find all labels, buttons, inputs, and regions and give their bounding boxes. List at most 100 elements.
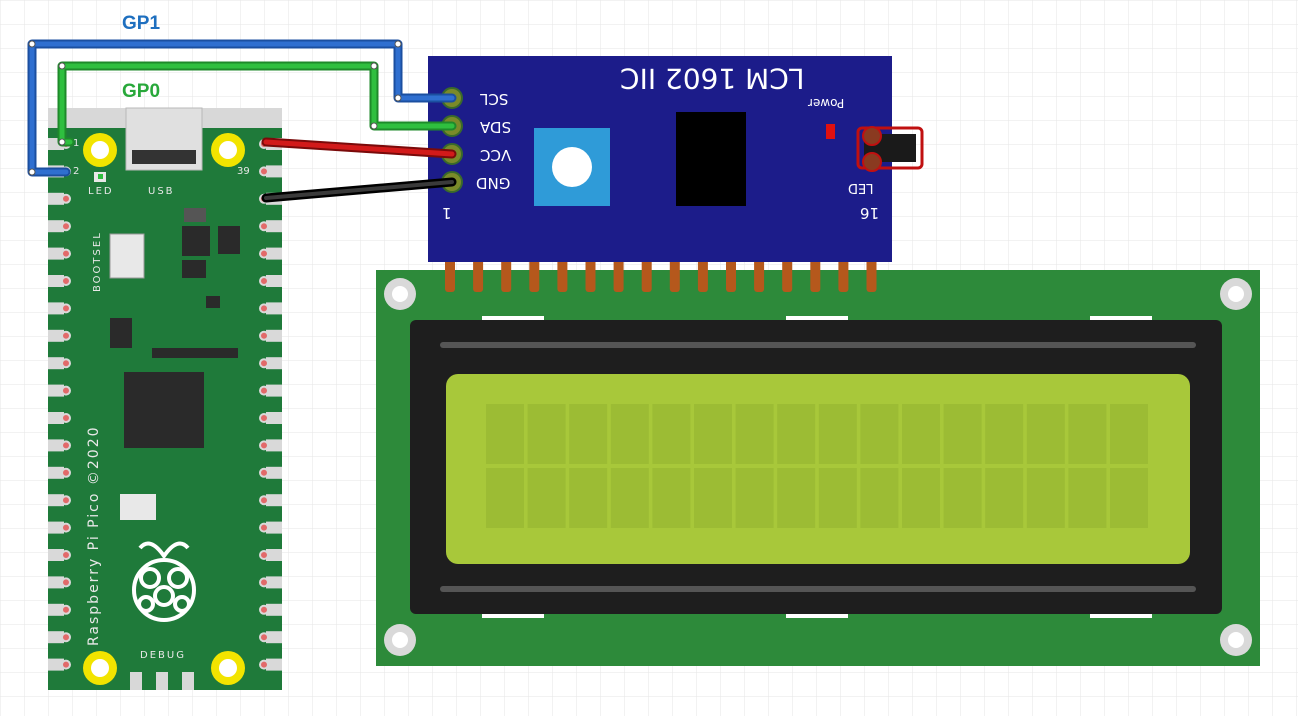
pico-pin-left xyxy=(48,357,71,370)
lcd-cell xyxy=(943,468,982,528)
wires xyxy=(27,39,457,203)
lcd-cell xyxy=(902,404,940,464)
pico-pin-right xyxy=(259,521,282,534)
lcd-cell xyxy=(777,404,816,464)
pico-pin-left xyxy=(48,384,71,397)
pico-pin-left xyxy=(48,412,71,424)
i2c-board xyxy=(428,56,892,262)
power-led xyxy=(826,124,835,139)
lcd-cell xyxy=(735,468,774,528)
raspberry-pi-pico xyxy=(48,107,282,690)
i2c-led-label: LED xyxy=(848,180,874,195)
pico-pin-left xyxy=(48,220,71,233)
pico-pin-left xyxy=(48,494,71,507)
pico-pin-right xyxy=(259,603,282,616)
lcd-cell xyxy=(985,404,1024,464)
lcd-cell xyxy=(985,468,1024,528)
pin-first-label: 1 xyxy=(442,204,452,222)
pico-board-text: Raspberry Pi Pico ©2020 xyxy=(86,425,102,646)
bootsel-button xyxy=(109,233,145,279)
pin-label-scl: SCL xyxy=(480,90,509,108)
i2c-title: LCM 1602 IIC xyxy=(620,62,805,95)
lcd-cell xyxy=(486,404,524,464)
pico-pin-right xyxy=(259,494,282,507)
pico-pin-right xyxy=(259,275,282,287)
pico-pin-right xyxy=(259,466,282,479)
lcd-cell xyxy=(1110,468,1148,528)
pico-pin-left xyxy=(48,521,71,534)
pico-pin-right xyxy=(259,658,282,671)
lcd-cell xyxy=(694,404,732,464)
pico-pin-left xyxy=(48,658,71,671)
pcf8574-chip xyxy=(676,112,746,206)
pico-pin-left xyxy=(48,439,71,452)
lcd-character-cells xyxy=(486,404,1148,528)
lcd-cell xyxy=(777,468,816,528)
raspberry-logo xyxy=(132,541,196,622)
pico-pin-left xyxy=(48,603,71,616)
lcd-cell xyxy=(1026,468,1065,528)
pico-pin-right xyxy=(259,302,282,315)
lcd-cell xyxy=(486,468,524,528)
lcd-cell xyxy=(652,404,691,464)
bootsel-label: BOOTSEL xyxy=(92,231,103,292)
pico-led-label: LED xyxy=(88,186,114,197)
pin-label-vcc: VCC xyxy=(480,146,512,164)
pin39-label: 39 xyxy=(237,166,250,177)
pico-pin-right xyxy=(259,220,282,233)
pico-pin-right xyxy=(259,412,282,424)
pico-pin-right xyxy=(259,576,282,589)
lcd-cell xyxy=(1110,404,1148,464)
pico-pin-right xyxy=(259,549,282,561)
lcd-cell xyxy=(610,404,649,464)
gp1-label: GP1 xyxy=(122,13,161,34)
power-label: Power xyxy=(808,96,845,110)
lcd-1602 xyxy=(376,270,1260,666)
pin-label-sda: SDA xyxy=(480,118,512,136)
lcd-cell xyxy=(694,468,732,528)
pico-pin-right xyxy=(259,631,282,644)
usb-label: USB xyxy=(148,186,175,197)
lcd-cell xyxy=(818,404,857,464)
pin1-label: 1 xyxy=(73,138,80,149)
lcd-cell xyxy=(1026,404,1065,464)
pico-pin-left xyxy=(48,631,71,644)
pico-pin-left xyxy=(48,275,71,287)
debug-label: DEBUG xyxy=(140,650,186,661)
lcd-cell xyxy=(735,404,774,464)
lcd-cell xyxy=(1068,468,1107,528)
pin-last-label: 16 xyxy=(860,204,880,222)
pin2-label: 2 xyxy=(73,166,80,177)
pico-pin-left xyxy=(48,329,71,342)
lcd-cell xyxy=(860,404,899,464)
led-jumper xyxy=(856,126,924,170)
pico-pin-left xyxy=(48,549,71,561)
lcd-cell xyxy=(527,468,566,528)
lcd-cell xyxy=(527,404,566,464)
pico-pin-left xyxy=(48,247,71,260)
pico-pin-right xyxy=(259,329,282,342)
pico-pin-left xyxy=(48,192,71,205)
pico-pin-right xyxy=(259,439,282,452)
pico-pin-left xyxy=(48,576,71,589)
pico-pin-right xyxy=(259,165,282,178)
lcd-cell xyxy=(610,468,649,528)
lcd-cell xyxy=(818,468,857,528)
i2c-module xyxy=(428,56,924,292)
gp0-label: GP0 xyxy=(122,81,161,102)
pico-pin-left xyxy=(48,466,71,479)
lcd-cell xyxy=(860,468,899,528)
rp2040-chip xyxy=(124,372,204,448)
pico-pin-right xyxy=(259,247,282,260)
lcd-cell xyxy=(569,404,608,464)
lcd-cell xyxy=(943,404,982,464)
pico-pin-right xyxy=(259,357,282,370)
lcd-cell xyxy=(1068,404,1107,464)
lcd-cell xyxy=(652,468,691,528)
lcd-cell xyxy=(902,468,940,528)
pin-label-gnd: GND xyxy=(476,174,511,192)
pico-pin-left xyxy=(48,302,71,315)
lcd-cell xyxy=(569,468,608,528)
pico-pin-right xyxy=(259,384,282,397)
